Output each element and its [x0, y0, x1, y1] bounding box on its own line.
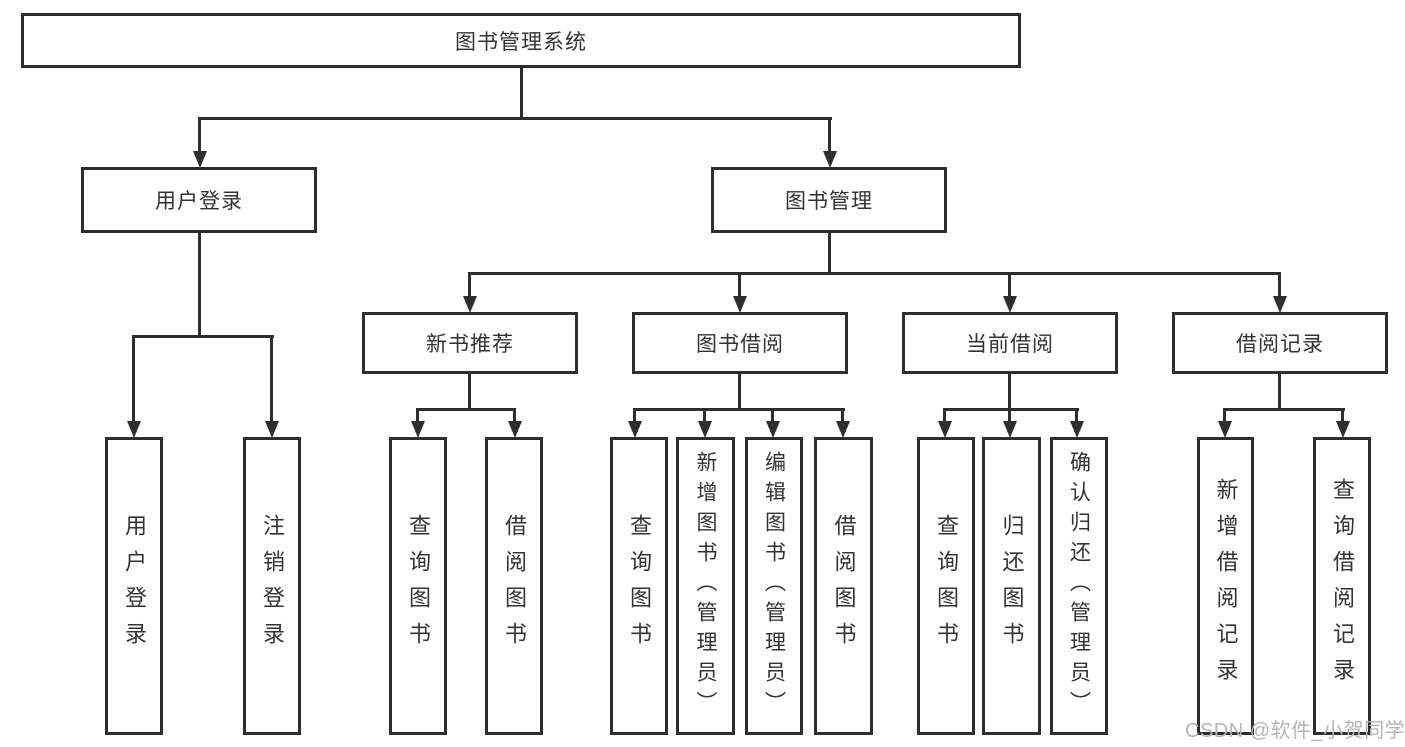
leaf-label: 归还图书 — [999, 514, 1025, 658]
leaf-label: 编辑图书（管理员） — [762, 451, 786, 721]
leaf-borrow-borrow-books: 借阅图书 — [814, 437, 873, 735]
node-current-borrow: 当前借阅 — [902, 312, 1118, 374]
connector-root-stem — [520, 68, 523, 118]
connector-current-borrow-branch — [943, 408, 1079, 411]
node-label: 当前借阅 — [966, 333, 1054, 356]
node-label: 图书管理系统 — [455, 30, 587, 54]
arrow-to-leaf-logout — [270, 335, 273, 421]
arrow-to-nb-borrow — [513, 408, 516, 421]
connector-book-management-branch — [468, 272, 1281, 275]
node-label: 图书借阅 — [696, 333, 784, 356]
arrow-to-nb-query — [416, 408, 419, 421]
arrow-to-borrow-records — [1278, 272, 1281, 296]
connector-records-branch — [1223, 408, 1345, 411]
node-label: 新书推荐 — [426, 333, 514, 356]
connector-book-management-stem — [828, 233, 831, 274]
arrow-to-cb-return — [1008, 408, 1011, 421]
leaf-label: 新增借阅记录 — [1213, 478, 1239, 694]
leaf-label: 查询图书 — [934, 514, 959, 658]
arrow-to-bb-edit — [771, 408, 774, 421]
leaf-logout-login: 注销登录 — [243, 437, 301, 735]
arrow-to-current-borrow — [1008, 272, 1011, 296]
arrow-to-book-management — [828, 117, 831, 151]
arrow-to-leaf-user-login — [132, 335, 135, 421]
arrow-to-bb-query — [633, 408, 636, 421]
leaf-records-add-record: 新增借阅记录 — [1197, 437, 1254, 735]
arrow-to-rec-query — [1341, 408, 1344, 421]
leaf-label: 借阅图书 — [502, 514, 527, 658]
connector-root-branch — [198, 117, 832, 120]
leaf-current-confirm-return-admin: 确认归还（管理员） — [1050, 437, 1108, 735]
connector-user-login-branch — [132, 335, 274, 338]
csdn-watermark: CSDN @软件_小贺同学 — [1185, 720, 1405, 742]
leaf-borrow-edit-books-admin: 编辑图书（管理员） — [745, 437, 803, 735]
arrow-to-cb-query — [943, 408, 946, 421]
connector-book-borrow-stem — [738, 374, 741, 408]
node-user-login: 用户登录 — [81, 167, 317, 233]
leaf-label: 确认归还（管理员） — [1067, 451, 1091, 721]
leaf-newbook-borrow-books: 借阅图书 — [485, 437, 543, 735]
arrow-to-cb-confirm — [1075, 408, 1078, 421]
connector-new-book-stem — [468, 374, 471, 408]
node-new-book-recommend: 新书推荐 — [362, 312, 578, 374]
node-label: 图书管理 — [785, 190, 873, 213]
node-borrow-records: 借阅记录 — [1172, 312, 1388, 374]
leaf-label: 查询图书 — [406, 514, 431, 658]
connector-book-borrow-branch — [633, 408, 845, 411]
leaf-borrow-query-books: 查询图书 — [610, 437, 668, 735]
leaf-borrow-add-books-admin: 新增图书（管理员） — [676, 437, 735, 735]
arrow-to-bb-borrow — [841, 408, 844, 421]
leaf-label: 用户登录 — [122, 514, 147, 658]
connector-current-borrow-stem — [1008, 374, 1011, 408]
leaf-label: 注销登录 — [260, 514, 285, 658]
arrow-to-new-book-recommend — [468, 272, 471, 296]
arrow-to-rec-add — [1223, 408, 1226, 421]
node-label: 用户登录 — [155, 190, 243, 213]
connector-user-login-stem — [198, 233, 201, 335]
node-root-library-system: 图书管理系统 — [21, 13, 1021, 68]
node-book-borrow: 图书借阅 — [632, 312, 848, 374]
leaf-label: 借阅图书 — [831, 514, 857, 658]
arrow-to-book-borrow — [738, 272, 741, 296]
arrow-to-bb-add — [703, 408, 706, 421]
leaf-label: 查询借阅记录 — [1330, 478, 1355, 694]
leaf-user-login: 用户登录 — [105, 437, 163, 735]
leaf-current-return-books: 归还图书 — [982, 437, 1041, 735]
leaf-current-query-books: 查询图书 — [917, 437, 975, 735]
connector-records-stem — [1278, 374, 1281, 408]
leaf-newbook-query-books: 查询图书 — [389, 437, 447, 735]
leaf-label: 查询图书 — [627, 514, 652, 658]
node-book-management: 图书管理 — [711, 167, 947, 233]
leaf-records-query-record: 查询借阅记录 — [1313, 437, 1371, 735]
leaf-label: 新增图书（管理员） — [694, 451, 717, 721]
connector-new-book-branch — [416, 408, 516, 411]
arrow-to-user-login — [198, 117, 201, 151]
node-label: 借阅记录 — [1236, 333, 1324, 356]
